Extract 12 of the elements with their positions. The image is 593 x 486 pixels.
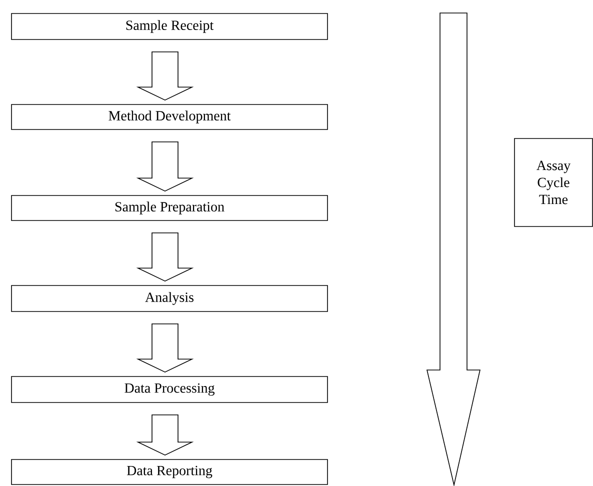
process-box: Method Development <box>11 104 328 130</box>
process-box: Data Reporting <box>11 459 328 485</box>
process-box: Analysis <box>11 285 328 312</box>
block-arrow <box>136 414 194 456</box>
process-box: Sample Preparation <box>11 195 328 221</box>
block-arrow <box>136 142 194 192</box>
block-arrow <box>136 324 194 373</box>
process-box: Assay Cycle Time <box>514 138 593 227</box>
block-arrow <box>136 52 194 101</box>
process-box: Sample Receipt <box>11 13 328 40</box>
process-box: Data Processing <box>11 376 328 403</box>
block-arrow <box>136 232 194 282</box>
